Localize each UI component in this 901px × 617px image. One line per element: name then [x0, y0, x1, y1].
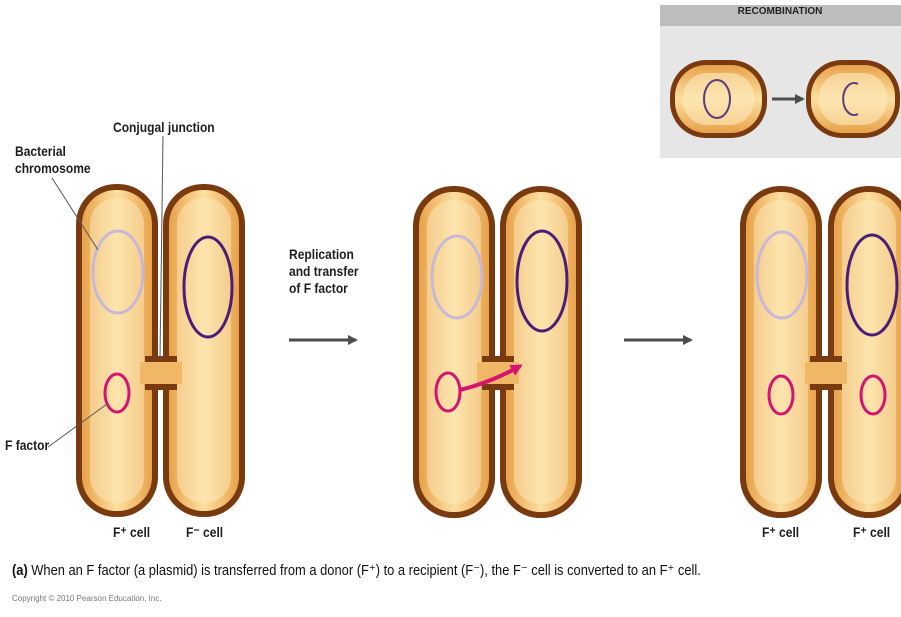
caption-label: (a): [12, 562, 28, 579]
caption-text: When an F factor (a plasmid) is transfer…: [31, 562, 701, 579]
f-plus-cell-label-1: F⁺ cell: [113, 524, 150, 541]
copyright-notice: Copyright © 2010 Pearson Education, Inc.: [12, 594, 162, 603]
stage-3-cell-pair: [740, 186, 901, 518]
conjugal-junction-label: Conjugal junction: [113, 119, 215, 136]
figure-caption: (a)When an F factor (a plasmid) is trans…: [12, 561, 701, 579]
f-factor-label: F factor: [5, 437, 49, 454]
inset-cell-before: [670, 60, 767, 138]
recombination-inset: [660, 5, 901, 158]
f-plus-cell-label-3: F⁺ cell: [853, 524, 890, 541]
stage-2-cell-pair: [413, 186, 582, 518]
replication-label: Replication and transfer of F factor: [289, 246, 359, 297]
recombination-title: RECOMBINATION: [662, 6, 898, 17]
f-plus-cell-label-2: F⁺ cell: [762, 524, 799, 541]
junction-leader-line: [160, 136, 163, 358]
f-minus-cell-label: F⁻ cell: [186, 524, 223, 541]
inset-cell-after: [806, 60, 900, 138]
bacterial-chromosome-label: Bacterial chromosome: [15, 143, 91, 177]
